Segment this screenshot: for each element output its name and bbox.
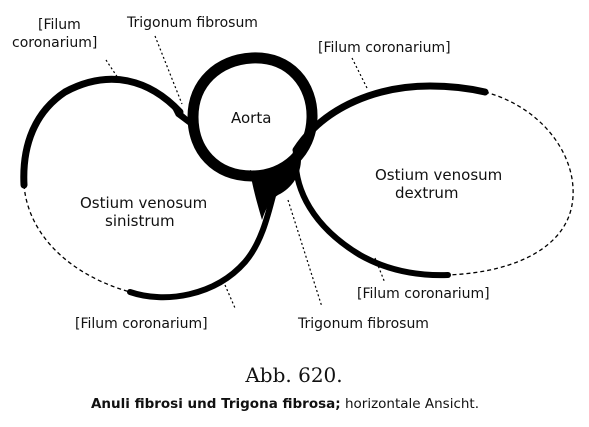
- label-ostium-sinistrum-2: sinistrum: [105, 212, 175, 230]
- leader-trigonum-bottom: [287, 199, 323, 308]
- label-aorta: Aorta: [231, 109, 271, 127]
- label-ostium-dextrum-2: dextrum: [395, 184, 459, 202]
- leader-filum-top-left: [105, 59, 119, 79]
- label-filum-top-left-2: coronarium]: [12, 35, 97, 51]
- figure-caption-rest: horizontale Ansicht.: [341, 396, 479, 412]
- leader-filum-top-right: [351, 57, 369, 91]
- left-annulus-thick: [20, 75, 184, 189]
- left-annulus-thick-lower: [127, 185, 278, 301]
- leader-filum-bottom-left: [224, 284, 236, 309]
- left-annulus-thin: [23, 184, 131, 293]
- label-ostium-sinistrum-1: Ostium venosum: [80, 194, 207, 212]
- right-annulus-thick-lower: [292, 147, 451, 279]
- label-filum-bottom-left: [Filum coronarium]: [75, 316, 208, 332]
- label-trigonum-bottom: Trigonum fibrosum: [297, 316, 429, 332]
- label-filum-top-left-1: [Filum: [38, 17, 81, 33]
- leader-trigonum-top: [154, 35, 183, 105]
- label-trigonum-top: Trigonum fibrosum: [126, 15, 258, 31]
- label-filum-bottom-right: [Filum coronarium]: [357, 286, 490, 302]
- right-annulus-thin: [447, 91, 574, 276]
- right-annulus-thick: [292, 82, 489, 154]
- figure-caption: Anuli fibrosi und Trigona fibrosa; horiz…: [91, 396, 479, 412]
- trigonum-fibrosum-left: [170, 104, 198, 132]
- label-filum-top-right: [Filum coronarium]: [318, 40, 451, 56]
- figure-number: Abb. 620.: [244, 363, 342, 387]
- label-ostium-dextrum-1: Ostium venosum: [375, 166, 502, 184]
- trigonum-fibrosum-right: [250, 150, 302, 220]
- figure-caption-bold: Anuli fibrosi und Trigona fibrosa;: [91, 396, 341, 412]
